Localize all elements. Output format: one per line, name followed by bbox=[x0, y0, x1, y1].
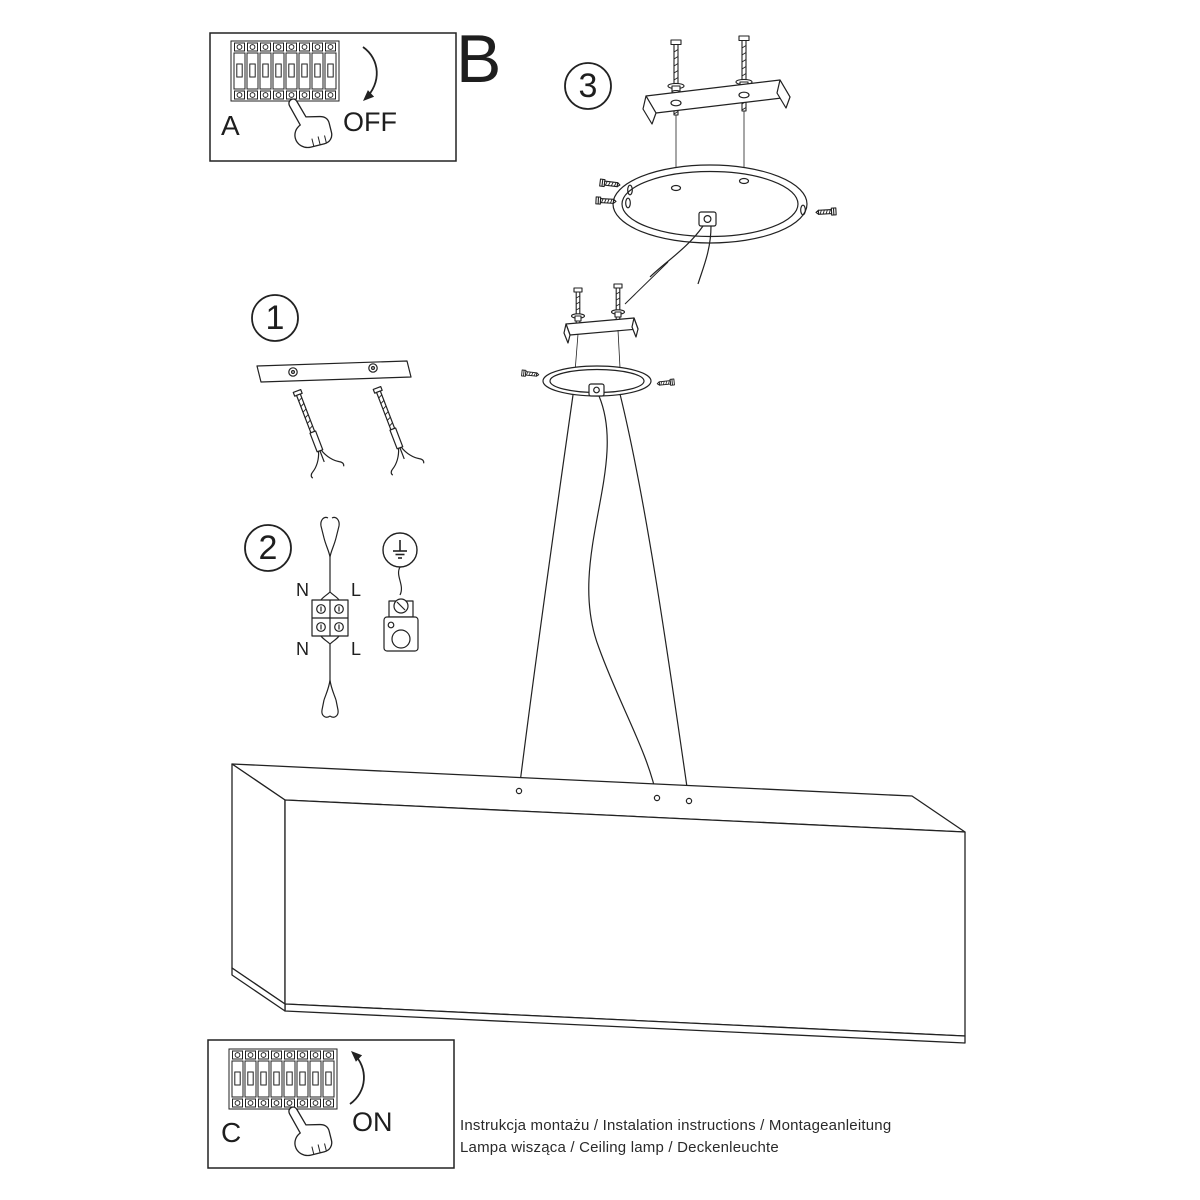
side-screw-icon bbox=[599, 178, 621, 190]
side-screw-icon bbox=[595, 196, 617, 206]
flip-up-arrow-icon bbox=[349, 1051, 365, 1105]
footer-line-1: Instrukcja montażu / Instalation instruc… bbox=[460, 1117, 892, 1134]
section-b-label: B bbox=[456, 21, 502, 97]
step-3-number: 3 bbox=[578, 67, 598, 105]
footer-line-2: Lampa wisząca / Ceiling lamp / Deckenleu… bbox=[460, 1139, 779, 1156]
ceiling-canopy bbox=[612, 164, 808, 244]
step-2-number: 2 bbox=[258, 529, 278, 567]
on-label: ON bbox=[352, 1107, 393, 1137]
step3-drawing bbox=[595, 35, 837, 305]
mounting-bracket bbox=[645, 79, 791, 114]
wall-anchor-icon bbox=[360, 381, 425, 476]
mounting-bar bbox=[256, 360, 412, 383]
side-screw-icon bbox=[521, 369, 540, 379]
suspension-wires bbox=[518, 393, 690, 802]
zoom-leader-line bbox=[624, 261, 669, 305]
breaker-panel-off bbox=[231, 41, 339, 101]
side-screw-icon bbox=[656, 378, 675, 388]
lamp-shade-box bbox=[231, 763, 966, 1044]
breaker-panel-on bbox=[229, 1049, 337, 1109]
wire-label-n-bottom: N bbox=[296, 639, 309, 659]
stripped-wire-ends bbox=[320, 516, 340, 539]
step1-drawing bbox=[256, 360, 425, 479]
panel-c-label: C bbox=[221, 1117, 242, 1148]
step2-drawing bbox=[311, 516, 419, 718]
flip-down-arrow-icon bbox=[362, 46, 378, 101]
wire-label-n-top: N bbox=[296, 580, 309, 600]
step-3-circle bbox=[564, 62, 612, 110]
step-2-circle bbox=[244, 524, 292, 572]
panel-c-figure bbox=[207, 1039, 455, 1169]
step-1-circle bbox=[251, 294, 299, 342]
panel-a-label: A bbox=[221, 110, 240, 141]
wire-label-l-bottom: L bbox=[351, 639, 362, 659]
wall-anchor-icon bbox=[280, 384, 345, 479]
off-label: OFF bbox=[343, 107, 397, 137]
wire-label-l-top: L bbox=[351, 580, 362, 600]
side-screw-icon bbox=[815, 207, 837, 217]
lamp-drawing bbox=[231, 283, 966, 1044]
panel-a-figure bbox=[209, 32, 457, 162]
step-1-number: 1 bbox=[265, 299, 285, 337]
canopy-wires bbox=[649, 225, 712, 285]
